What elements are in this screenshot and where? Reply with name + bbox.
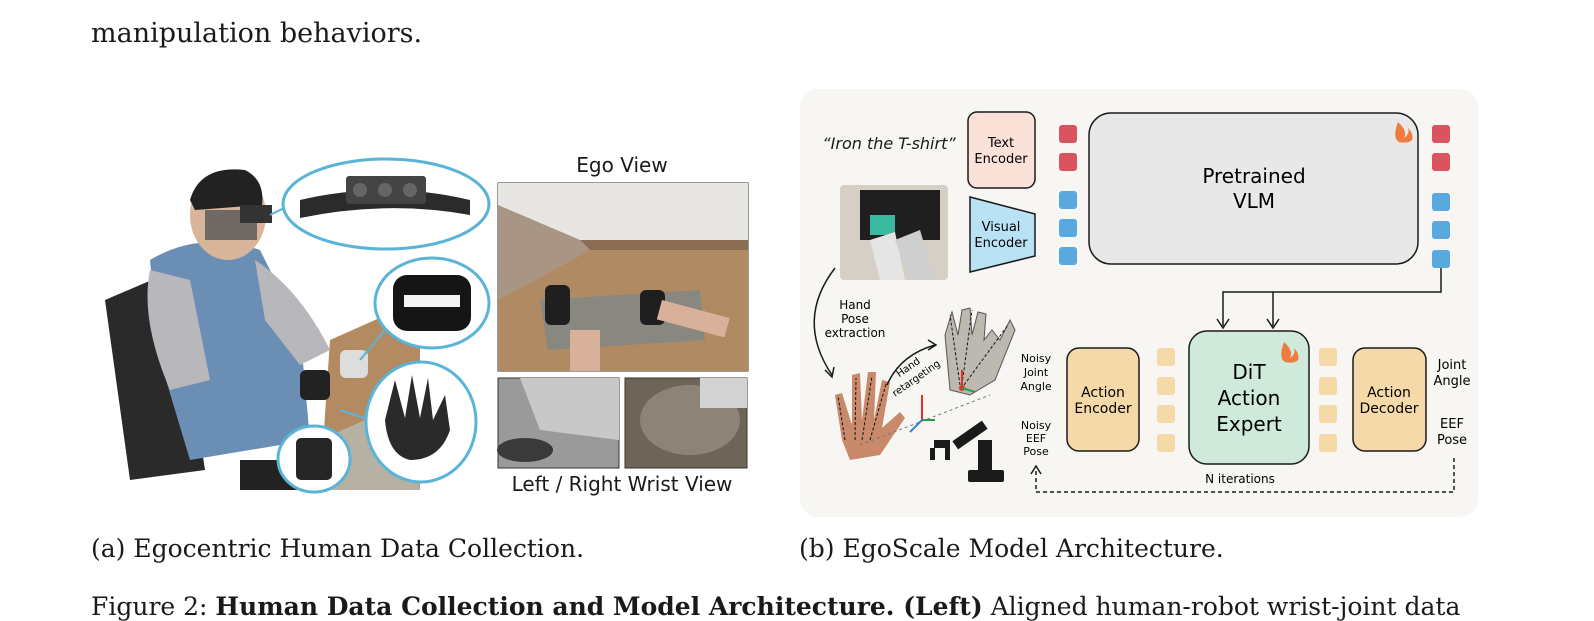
loop-arrowhead — [1030, 464, 1042, 475]
text-token — [1059, 153, 1077, 171]
text-token — [1059, 125, 1077, 143]
dit-action-expert-box — [1188, 330, 1310, 465]
flame-icon — [1281, 342, 1299, 363]
iteration-loop — [1035, 458, 1455, 493]
visual-encoder-shape — [969, 196, 1036, 273]
joint-angle-line2: Angle — [1434, 374, 1471, 389]
instruction-text: “Iron the T-shirt” — [822, 134, 956, 153]
hand-pose-arrow — [813, 267, 836, 376]
vlm-line2: VLM — [1233, 189, 1275, 213]
eef-pose-line1: EEF — [1440, 417, 1464, 432]
action-token-column-left — [1157, 348, 1175, 452]
dit-line2: Action — [1218, 386, 1281, 410]
hand-pose-line3: extraction — [825, 326, 886, 340]
vlm-to-dit-connector — [1216, 268, 1442, 330]
action-decoder-box — [1352, 347, 1427, 452]
text-encoder-line2: Encoder — [974, 152, 1028, 167]
caption-bold-left: (Left) — [894, 592, 983, 621]
ego-view-label: Ego View — [576, 153, 667, 177]
caption-prefix: Figure 2: — [91, 592, 216, 621]
visual-token — [1059, 191, 1077, 209]
vlm-box — [1088, 112, 1419, 265]
retarget-arrow — [886, 344, 936, 386]
human-hand-image — [835, 372, 905, 460]
figure-caption-line: Figure 2: Human Data Collection and Mode… — [91, 592, 1460, 621]
token-column-left — [1059, 125, 1077, 265]
left-wrist-view-image — [497, 377, 620, 469]
caption-rest: Aligned human-robot wrist-joint data — [982, 592, 1461, 621]
text-encoder-box — [967, 111, 1036, 189]
glove-left — [300, 370, 330, 400]
figure-a-photo — [105, 157, 491, 494]
coordinate-axes — [859, 370, 991, 446]
person-sleeve — [147, 270, 210, 390]
action-decoder-line2: Decoder — [1360, 401, 1419, 417]
caption-a: (a) Egocentric Human Data Collection. — [91, 534, 585, 563]
dit-line3: Expert — [1216, 412, 1282, 436]
noisy-eef-line1: Noisy — [1021, 419, 1052, 432]
hand-pose-line1: Hand — [839, 298, 871, 312]
noisy-joint-line1: Noisy — [1021, 352, 1052, 365]
caption-b: (b) EgoScale Model Architecture. — [799, 534, 1224, 563]
vlm-line1: Pretrained — [1202, 164, 1305, 188]
action-encoder-line1: Action — [1081, 385, 1125, 401]
noisy-eef-line3: Pose — [1023, 445, 1049, 458]
n-iterations-label: N iterations — [1205, 472, 1275, 486]
joint-angle-line1: Joint — [1437, 358, 1467, 373]
hand-pose-line2: Pose — [841, 312, 869, 326]
noisy-joint-line3: Angle — [1020, 380, 1052, 393]
visual-token — [1059, 247, 1077, 265]
eef-pose-line2: Pose — [1437, 433, 1467, 448]
action-encoder-line2: Encoder — [1074, 401, 1131, 417]
visual-encoder-line2: Encoder — [974, 236, 1028, 251]
robot-arm-icon — [930, 420, 1004, 482]
action-encoder-box — [1066, 347, 1140, 452]
caption-bold-title: Human Data Collection and Model Architec… — [215, 592, 895, 621]
ego-view-image — [497, 182, 749, 372]
token-column-right — [1432, 125, 1450, 268]
action-decoder-line1: Action — [1367, 385, 1411, 401]
right-wrist-view-image — [624, 377, 748, 469]
visual-encoder-line1: Visual — [982, 220, 1021, 235]
dit-line1: DiT — [1232, 360, 1266, 384]
wrist-view-label: Left / Right Wrist View — [512, 472, 733, 496]
text-encoder-line1: Text — [987, 136, 1014, 151]
action-token-column-right — [1319, 348, 1337, 452]
visual-token — [1059, 219, 1077, 237]
body-text-line: manipulation behaviors. — [91, 18, 423, 49]
noisy-joint-line2: Joint — [1023, 366, 1049, 379]
ego-frame-image — [840, 185, 948, 280]
noisy-eef-line2: EEF — [1026, 432, 1046, 445]
flame-icon — [1395, 122, 1413, 143]
